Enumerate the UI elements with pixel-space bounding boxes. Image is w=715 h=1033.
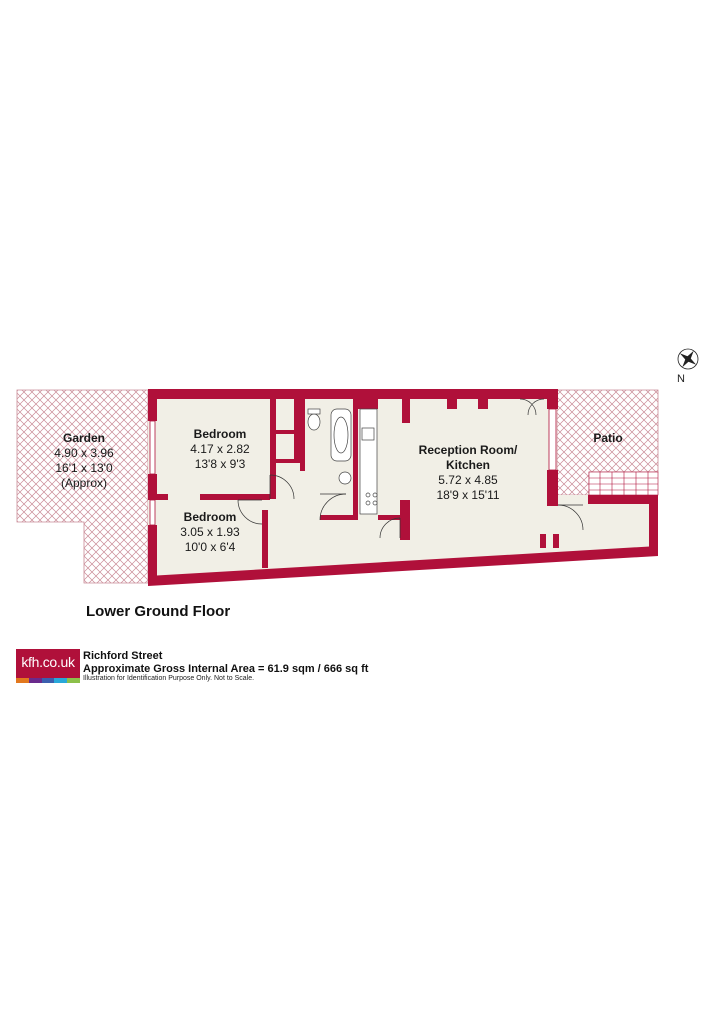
reception-name-line-1: Reception Room/ (419, 443, 518, 457)
compass-rose-icon (677, 348, 699, 370)
kfh-logo: kfh.co.uk (16, 649, 80, 683)
logo-stripe (41, 678, 55, 683)
bedroom-2-imperial: 10'0 x 6'4 (185, 540, 236, 554)
patio-name: Patio (593, 431, 622, 445)
bedroom-2-metric: 3.05 x 1.93 (180, 525, 240, 539)
bedroom-1-metric: 4.17 x 2.82 (190, 442, 250, 456)
floor-title: Lower Ground Floor (86, 603, 231, 620)
bathroom-fixtures (307, 408, 352, 485)
bedroom-1-imperial: 13'8 x 9'3 (195, 457, 246, 471)
reception-metric: 5.72 x 4.85 (438, 473, 498, 487)
garden-note: (Approx) (61, 476, 107, 490)
property-info: Richford Street Approximate Gross Intern… (83, 650, 368, 683)
reception-name-line-2: Kitchen (446, 458, 490, 472)
garden-metric: 4.90 x 3.96 (54, 446, 114, 460)
outer-walls (148, 389, 658, 586)
internal-walls (148, 399, 559, 568)
logo-text: kfh.co.uk (21, 654, 75, 670)
logo-stripe (54, 678, 68, 683)
garden-imperial: 16'1 x 13'0 (55, 461, 113, 475)
gross-area: Approximate Gross Internal Area = 61.9 s… (83, 662, 369, 675)
street-name: Richford Street (83, 650, 163, 662)
patio-steps (588, 471, 659, 496)
garden-name: Garden (63, 431, 105, 445)
disclaimer: Illustration for Identification Purpose … (83, 675, 255, 683)
logo-stripe (16, 678, 29, 683)
logo-stripes (16, 678, 80, 683)
reception-imperial: 18'9 x 15'11 (436, 488, 499, 502)
logo-stripe (28, 678, 42, 683)
kitchen-units (359, 408, 378, 515)
windows (149, 408, 557, 526)
logo-stripe (67, 678, 80, 683)
bedroom-1-name: Bedroom (194, 427, 247, 441)
bedroom-2-name: Bedroom (184, 510, 237, 524)
doors (237, 398, 584, 539)
compass-north-label: N (677, 373, 685, 385)
